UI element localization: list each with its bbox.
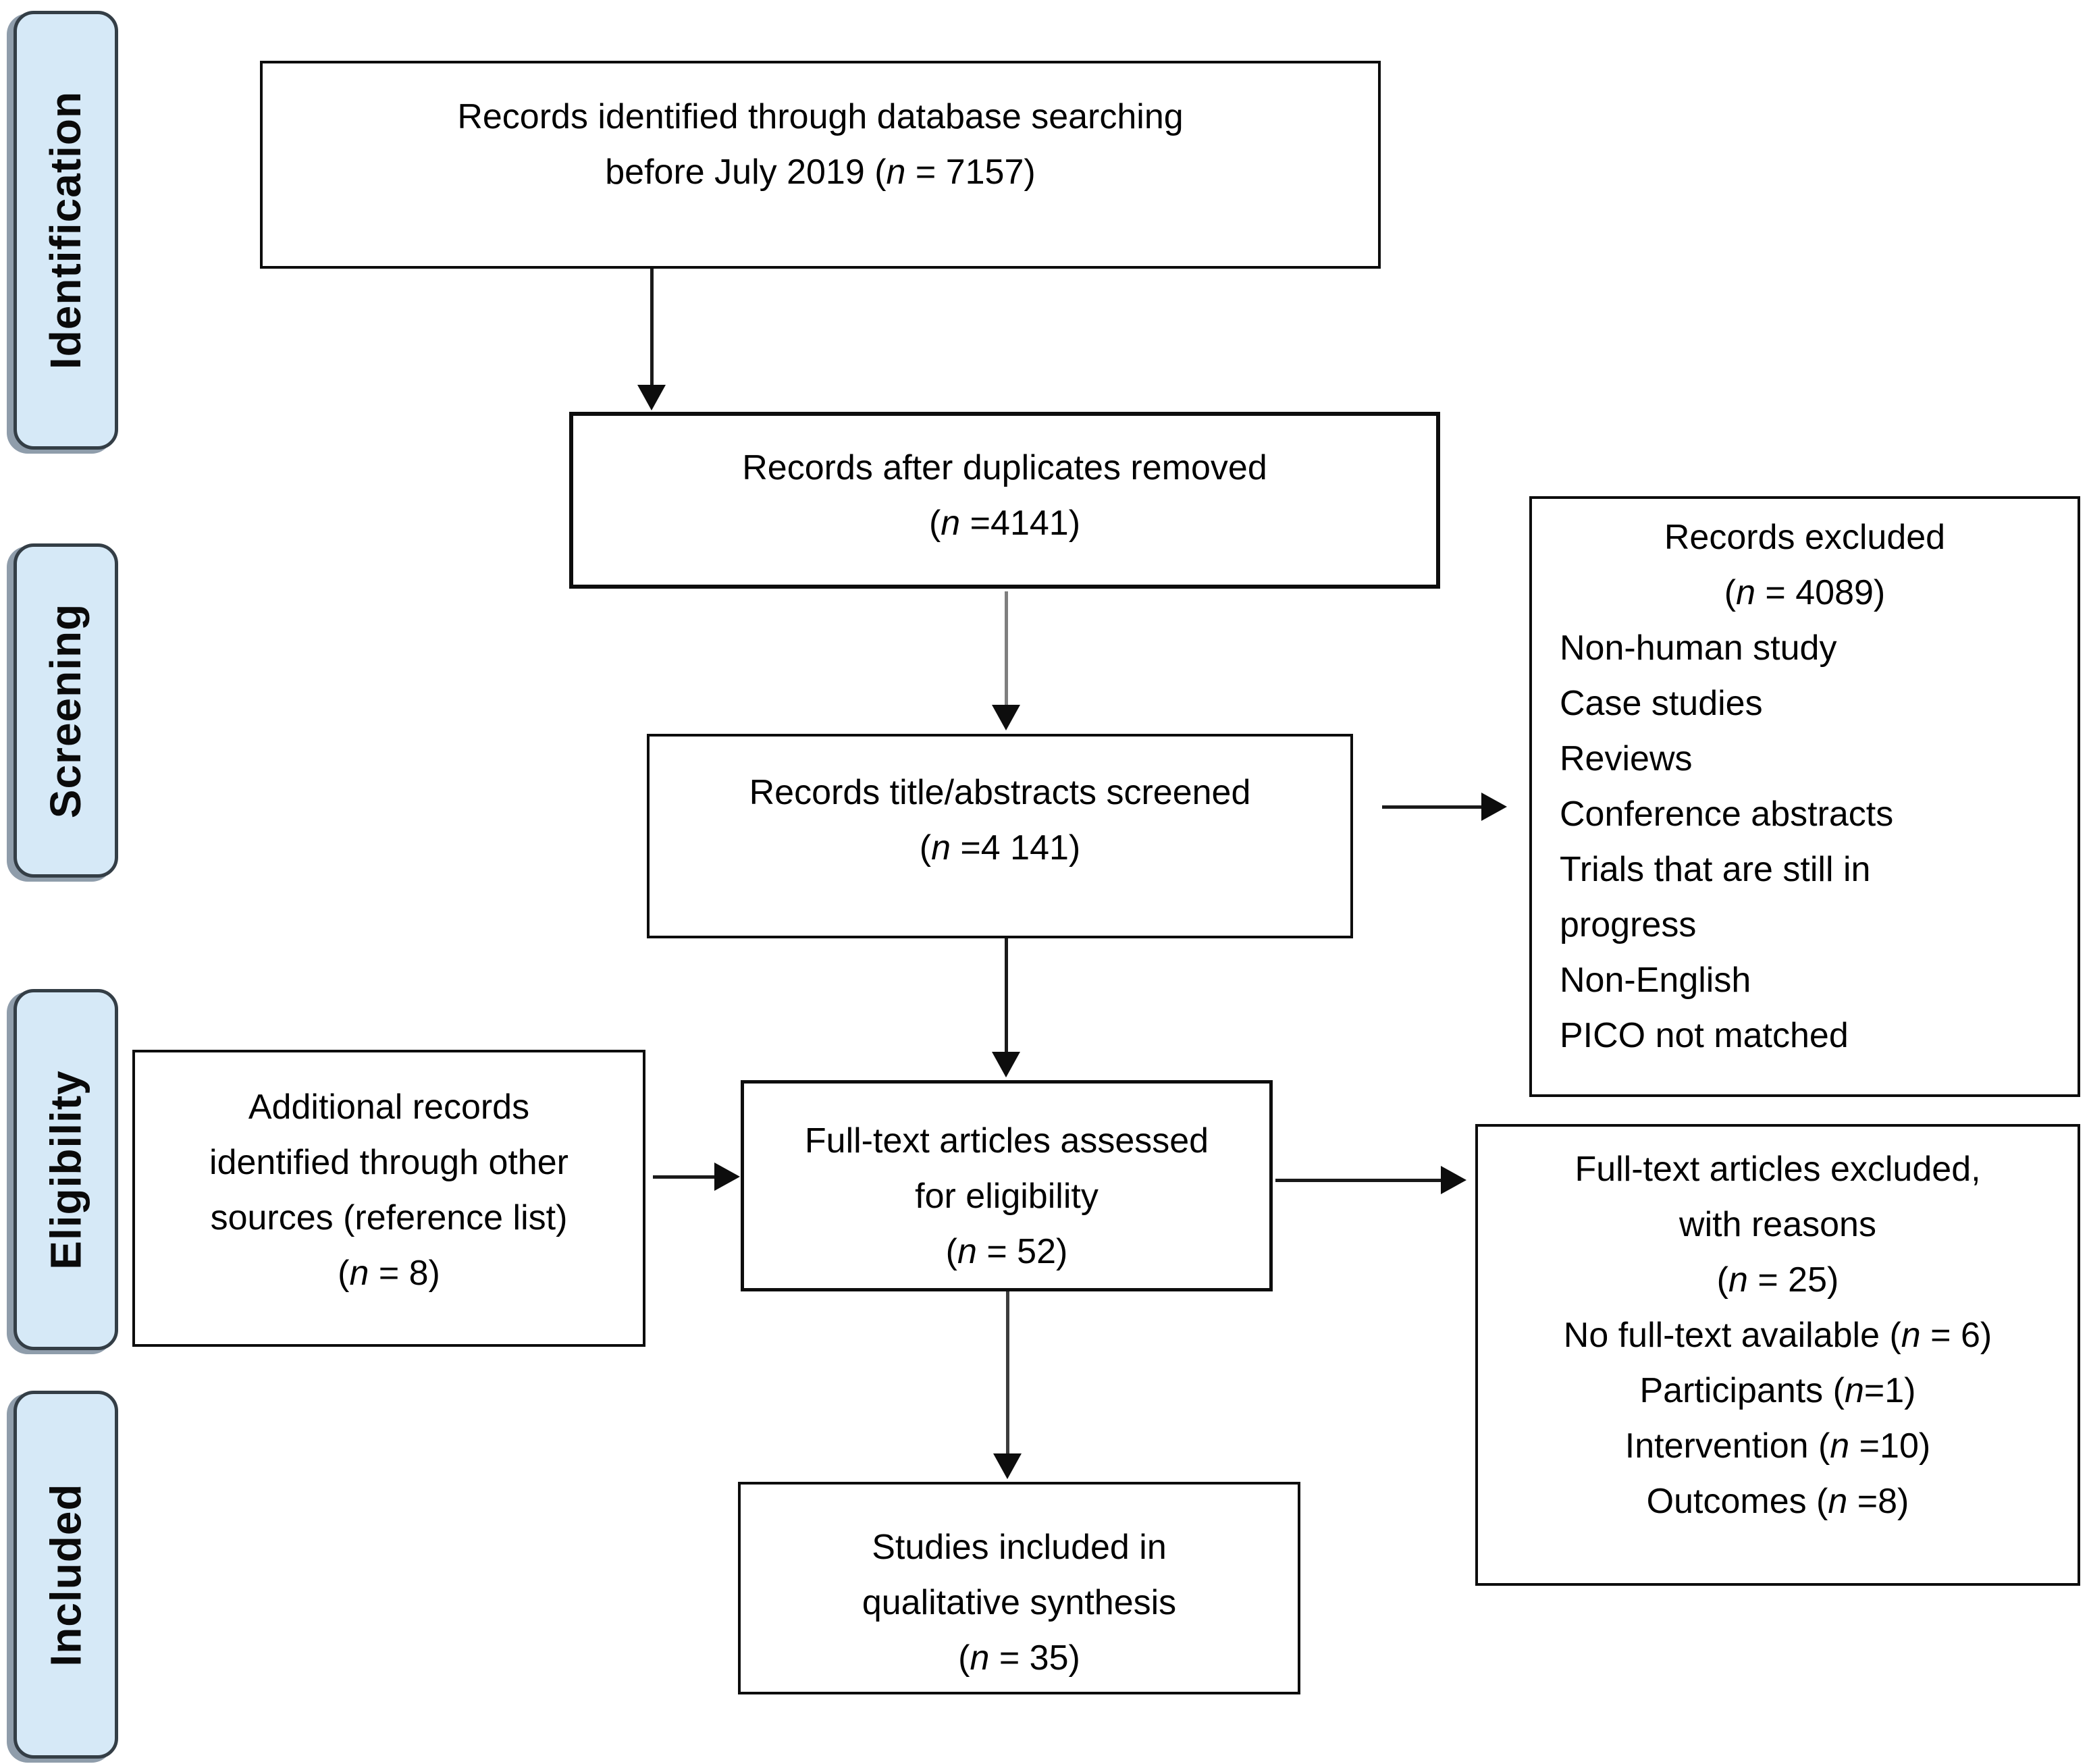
box-title: Records excluded <box>1664 518 1946 557</box>
arrow-duplicates-to-screened <box>1005 591 1008 705</box>
arrow-fulltext-to-synthesis <box>1006 1291 1009 1453</box>
stage-screening: Screening <box>14 543 118 878</box>
arrowhead-right-icon <box>1441 1166 1466 1194</box>
exclusion-reason-list: Non-human study Case studies Reviews Con… <box>1532 620 1978 1063</box>
arrow-screened-to-fulltext <box>1005 938 1008 1052</box>
reason-item: Non-human study <box>1560 629 1837 668</box>
arrowhead-down-icon <box>992 1052 1020 1077</box>
flow-box-title-abstracts-screened: Records title/abstracts screened (n =4 1… <box>647 734 1353 938</box>
arrow-screened-to-excluded <box>1382 805 1482 809</box>
reason-item: Conference abstracts <box>1560 795 1894 834</box>
text-line: No full-text available (n = 6) <box>1563 1316 1992 1355</box>
reason-item: Reviews <box>1560 739 1693 778</box>
stage-eligibility: Eligibility <box>14 989 118 1350</box>
stage-label: Screening <box>41 603 90 818</box>
text-line: (n =4 141) <box>919 828 1081 867</box>
stage-label: Included <box>41 1482 90 1667</box>
flow-box-duplicates-removed: Records after duplicates removed (n =414… <box>569 412 1440 589</box>
arrow-fulltext-to-fulltext-excluded <box>1275 1179 1442 1182</box>
text-line: Studies included in <box>872 1528 1167 1567</box>
flow-box-fulltext-excluded: Full-text articles excluded, with reason… <box>1475 1124 2080 1586</box>
reason-item: Trials that are still in progress <box>1560 850 1871 944</box>
stage-identification: Identification <box>14 11 118 450</box>
flow-box-records-excluded: Records excluded (n = 4089) Non-human st… <box>1529 496 2080 1097</box>
text-line: Records after duplicates removed <box>742 448 1267 487</box>
text-line: Full-text articles excluded, <box>1575 1150 1981 1189</box>
flow-box-fulltext-assessed: Full-text articles assessed for eligibil… <box>741 1080 1273 1291</box>
text-line: Records title/abstracts screened <box>749 773 1251 812</box>
text-line: qualitative synthesis <box>862 1583 1177 1622</box>
text-line: (n = 8) <box>338 1254 440 1293</box>
text-line: Outcomes (n =8) <box>1646 1482 1909 1521</box>
text-line: for eligibility <box>915 1177 1099 1216</box>
text-line: Records identified through database sear… <box>457 97 1184 136</box>
flow-box-additional-records: Additional records identified through ot… <box>132 1050 645 1347</box>
text-line: sources (reference list) <box>210 1198 568 1237</box>
arrowhead-down-icon <box>993 1453 1022 1479</box>
text-line: Intervention (n =10) <box>1624 1426 1931 1466</box>
reason-item: Non-English <box>1560 961 1751 1000</box>
arrowhead-down-icon <box>637 385 666 410</box>
text-line: (n =4141) <box>928 504 1081 543</box>
stage-label: Eligibility <box>41 1069 90 1270</box>
reason-item: PICO not matched <box>1560 1016 1849 1055</box>
text-line: (n = 35) <box>958 1638 1080 1678</box>
arrow-additional-to-fulltext <box>653 1175 715 1179</box>
arrowhead-right-icon <box>714 1162 740 1191</box>
text-line: (n = 52) <box>945 1232 1068 1271</box>
arrow-identified-to-duplicates <box>650 269 654 386</box>
text-line: identified through other <box>209 1143 568 1182</box>
arrowhead-right-icon <box>1481 793 1507 821</box>
flow-box-qualitative-synthesis: Studies included in qualitative synthesi… <box>738 1482 1300 1694</box>
text-line: Full-text articles assessed <box>804 1121 1209 1160</box>
stage-included: Included <box>14 1391 118 1759</box>
box-count: (n = 4089) <box>1724 573 1886 612</box>
text-line: Additional records <box>248 1088 530 1127</box>
reason-item: Case studies <box>1560 684 1763 723</box>
text-line: with reasons <box>1679 1205 1876 1244</box>
flow-box-records-identified: Records identified through database sear… <box>260 61 1381 269</box>
stage-label: Identification <box>41 90 90 370</box>
arrowhead-down-icon <box>992 705 1020 730</box>
text-line: (n = 25) <box>1716 1260 1839 1300</box>
text-line: before July 2019 (n = 7157) <box>605 153 1036 192</box>
text-line: Participants (n=1) <box>1639 1371 1916 1410</box>
